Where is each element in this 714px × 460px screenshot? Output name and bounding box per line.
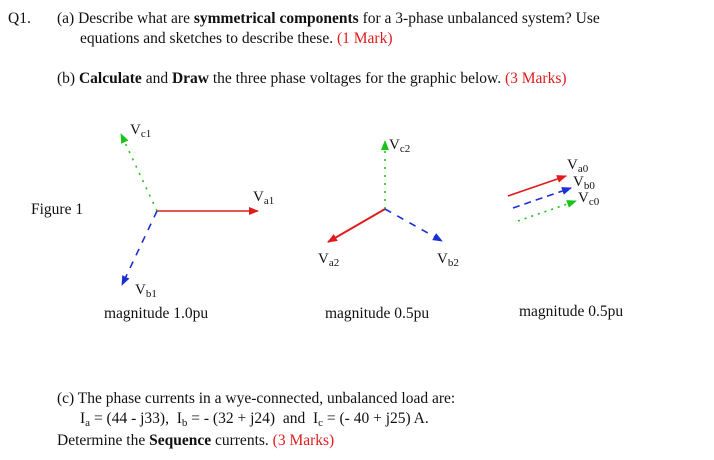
vector-vc1 [120, 133, 158, 212]
part-c-line3-suffix: currents. [214, 432, 269, 449]
label-vb0: Vb0 [573, 174, 595, 192]
part-b-prefix: (b) [57, 70, 76, 87]
current-ib: Ib = - (32 + j24) [176, 410, 276, 429]
question-number: Q1. [8, 10, 31, 27]
part-a-suffix: for a 3-phase unbalanced system? Use [362, 10, 600, 27]
vector-va0 [507, 175, 567, 197]
label-vc2: Vc2 [389, 137, 411, 155]
part-b-mid: and [145, 70, 169, 87]
label-va2: Va2 [318, 251, 340, 269]
part-c-line3: Determine the Sequence currents. (3 Mark… [57, 432, 334, 450]
part-b-marks: (3 Marks) [504, 70, 567, 87]
vector-vb1 [121, 210, 158, 286]
label-va1: Va1 [253, 189, 275, 207]
figure-caption: Figure 1 [31, 201, 84, 218]
part-a-line2: equations and sketches to describe these… [80, 30, 393, 48]
part-a-marks: (1 Mark) [336, 30, 393, 47]
part-c-line1: (c) The phase currents in a wye-connecte… [57, 390, 456, 407]
current-ia: Ia = (44 - j33), [80, 410, 169, 429]
and-word: and [282, 410, 306, 427]
vector-vb2 [384, 208, 443, 242]
part-b-line: (b) Calculate and Draw the three phase v… [57, 70, 567, 88]
magnitude-zero: magnitude 0.5pu [519, 303, 624, 320]
part-a-bold: symmetrical components [193, 10, 359, 27]
part-b-suffix: the three phase voltages for the graphic… [212, 70, 502, 87]
label-va0: Va0 [567, 157, 589, 175]
magnitude-negative: magnitude 0.5pu [325, 305, 430, 322]
vector-vb0 [512, 187, 572, 209]
part-a-prefix: (a) Describe what are [57, 10, 190, 27]
label-vb1: Vb1 [135, 282, 157, 300]
label-vc1: Vc1 [130, 122, 152, 140]
part-b-bold1: Calculate [78, 70, 142, 87]
part-c-line3-bold: Sequence [149, 432, 212, 449]
part-c-line2: Ia = (44 - j33), Ib = - (32 + j24) and I… [80, 410, 429, 429]
vector-va2 [327, 208, 386, 243]
magnitude-positive: magnitude 1.0pu [104, 305, 209, 322]
part-b-bold2: Draw [171, 70, 209, 87]
part-a-line2-text: equations and sketches to describe these… [80, 30, 334, 47]
part-c-line3-prefix: Determine the [57, 432, 146, 449]
label-vc0: Vc0 [578, 190, 600, 208]
part-c-marks: (3 Marks) [272, 432, 335, 449]
part-a-line1: (a) Describe what are symmetrical compon… [57, 10, 600, 28]
label-vb2: Vb2 [437, 251, 459, 269]
current-ic: Ic = (- 40 + j25) A. [312, 410, 429, 429]
